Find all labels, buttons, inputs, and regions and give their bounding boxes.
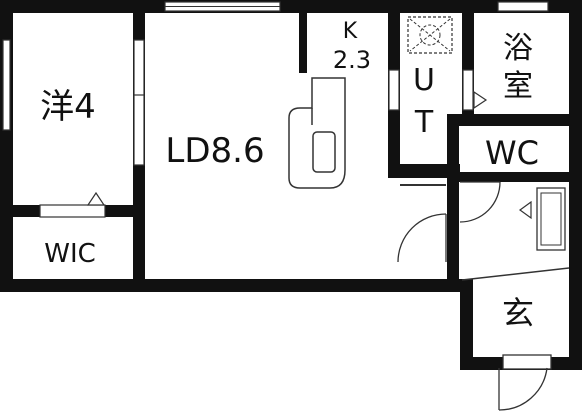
room-label-entrance: 玄	[502, 294, 534, 332]
room-label-western: 洋4	[40, 87, 96, 127]
left-window	[2, 39, 11, 131]
entrance-step	[461, 267, 570, 281]
room-label-utility-t: T	[414, 105, 434, 140]
room-label-utility-u: U	[413, 63, 435, 98]
room-label-bath-1: 浴	[503, 31, 533, 66]
washer-space	[407, 16, 453, 54]
kitchen-counter	[288, 77, 346, 189]
top-window	[164, 1, 281, 12]
bath-window	[497, 1, 549, 12]
shoe-closet	[518, 187, 566, 251]
room-label-kitchen-letter: K	[343, 19, 358, 44]
room-label-kitchen-size: 2.3	[333, 46, 371, 74]
wc-door-swing	[459, 181, 501, 223]
entrance-door	[498, 354, 552, 411]
ld-door-swing	[397, 213, 447, 263]
room-label-ld: LD8.6	[165, 131, 264, 171]
utility-sliding-door	[388, 69, 488, 111]
room-label-wic: WIC	[44, 239, 96, 269]
wic-door	[39, 191, 106, 218]
western-sliding-door	[133, 39, 145, 166]
room-label-wc: WC	[485, 134, 539, 172]
room-label-bath-2: 室	[503, 69, 533, 104]
